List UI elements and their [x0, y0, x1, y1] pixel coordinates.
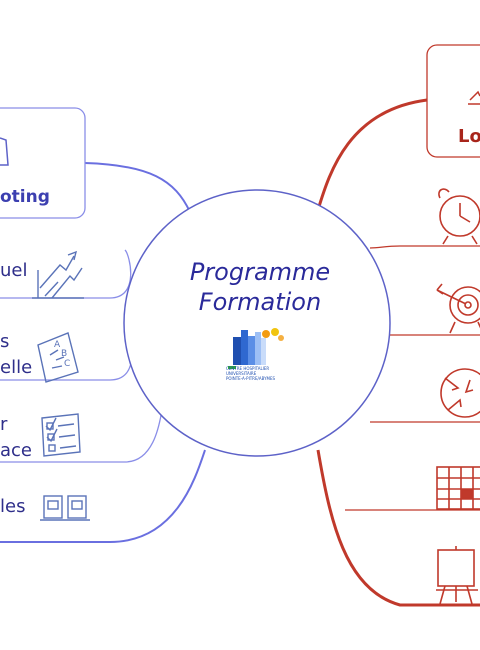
hand-icon	[468, 90, 480, 105]
svg-text:B: B	[61, 349, 67, 359]
easel-icon	[436, 546, 478, 605]
left-item-2-label-line1[interactable]: s	[0, 331, 10, 352]
person-icon	[0, 137, 9, 166]
connector-right-top	[316, 98, 428, 211]
left-topic-label[interactable]: oting	[0, 187, 50, 207]
checklist-icon	[41, 413, 81, 457]
central-title-line2: Formation	[198, 288, 322, 316]
chu-logo	[228, 328, 284, 369]
connector-left-box	[84, 162, 191, 213]
right-topic-box[interactable]	[426, 44, 480, 158]
right-topic-label[interactable]: Lo	[458, 126, 480, 147]
svg-text:C: C	[64, 359, 70, 369]
alarm-clock-icon	[438, 188, 480, 245]
left-item-3-label-line1[interactable]: r	[0, 414, 8, 435]
right-connectors	[316, 98, 480, 607]
logo-text-2: UNIVERSITAIRE	[226, 371, 257, 376]
connector-right-bottom	[316, 449, 480, 607]
documents-icon	[40, 495, 90, 521]
left-topic-box[interactable]	[0, 107, 86, 219]
calendar-icon	[436, 466, 480, 510]
left-item-4-label[interactable]: les	[0, 496, 26, 517]
left-item-3-label-line2[interactable]: ace	[0, 440, 33, 461]
left-item-2-label-line2[interactable]: elle	[0, 357, 33, 378]
central-title-line1: Programme	[189, 258, 331, 286]
logo-text-3: POINTE-A-PITRE/ABYMES	[226, 376, 276, 381]
abc-board-icon: A B C	[37, 332, 79, 383]
chart-arrows-icon	[32, 250, 84, 299]
logo-text-1: CENTRE HOSPITALIER	[226, 366, 270, 371]
left-item-1-label[interactable]: uel	[0, 260, 28, 281]
central-topic-circle[interactable]	[123, 189, 391, 457]
svg-text:A: A	[54, 340, 61, 350]
connector-left-bottom	[0, 449, 206, 543]
target-icon	[436, 283, 480, 334]
arrows-cycle-icon	[440, 368, 480, 418]
